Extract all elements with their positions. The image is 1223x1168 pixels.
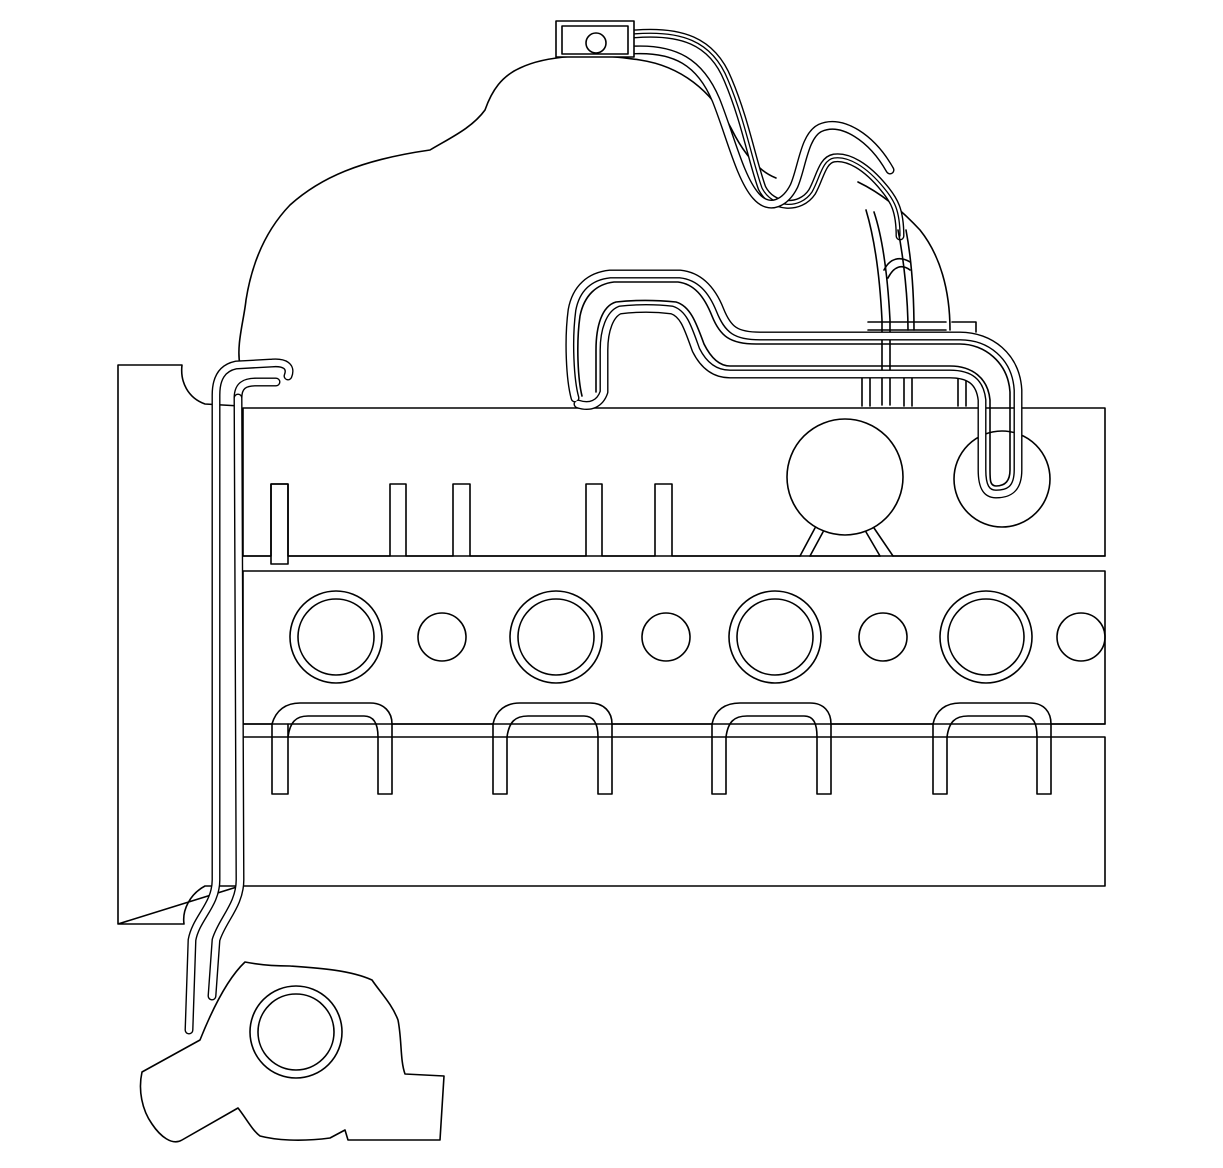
vertical-pipes [861,209,967,407]
sensor-boss [786,418,904,557]
top-heater-hose [628,28,905,241]
upper-valve-tabs [242,483,1106,565]
left-coolant-hose [184,358,294,1035]
top-fitting [555,20,635,58]
hose-clamp [867,321,977,333]
port-circles [289,590,1106,684]
upper-hose-inner-wall [577,281,1011,487]
cylinder-head-upper [242,407,1106,557]
cylinder-head-lower [242,736,1106,887]
thermostat-housing [139,961,445,1143]
outlet-boss [953,430,1051,528]
left-end-plate [117,364,241,925]
upper-coolant-hose [565,269,1023,499]
intake-plenum-outline [238,55,951,366]
lower-ports [242,702,1106,795]
